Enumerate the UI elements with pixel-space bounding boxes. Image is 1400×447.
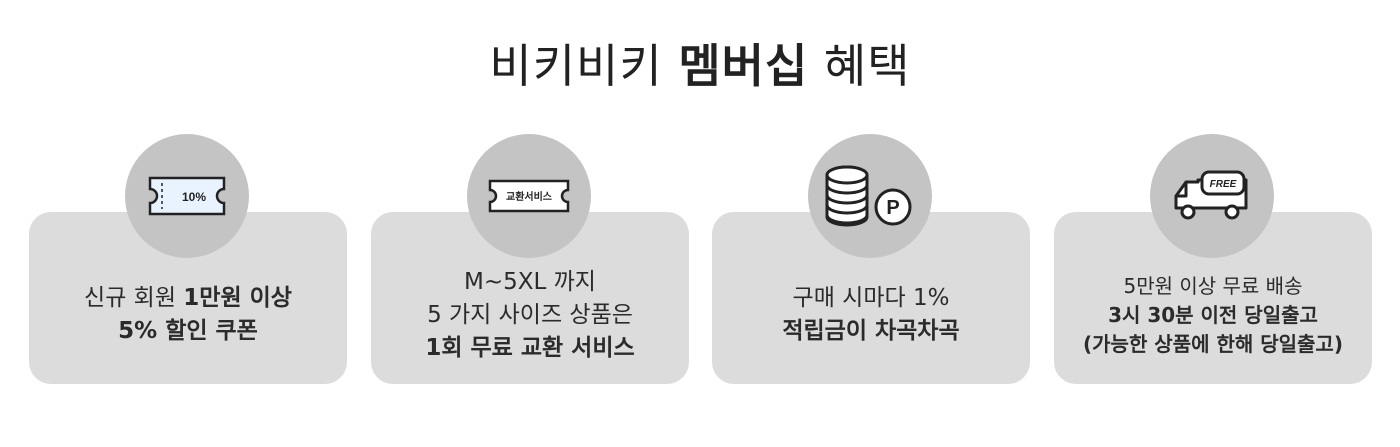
- page-title: 비키비키 멤버십 혜택: [0, 36, 1400, 96]
- exchange-ticket-icon: 교환서비스: [488, 179, 570, 213]
- free-icon-text: FREE: [1210, 179, 1237, 190]
- point-icon-text: P: [886, 197, 899, 219]
- card-line: 신규 회원 1만원 이상: [84, 282, 292, 315]
- title-emphasis: 멤버십: [678, 39, 809, 93]
- card-line: (가능한 상품에 한해 당일출고): [1083, 331, 1343, 356]
- coins-point-icon: P: [825, 165, 912, 227]
- exchange-icon-text: 교환서비스: [506, 190, 552, 203]
- benefit-card-shipping: 5만원 이상 무료 배송 3시 30분 이전 당일출고 (가능한 상품에 한해 …: [1054, 212, 1372, 384]
- shipping-icon-badge: FREE: [1150, 134, 1274, 258]
- card-line: 5% 할인 쿠폰: [118, 318, 258, 344]
- card-line: 3시 30분 이전 당일출고: [1108, 302, 1318, 327]
- card-line: 구매 시마다 1%: [792, 285, 950, 311]
- delivery-truck-icon: FREE: [1174, 170, 1248, 220]
- card-text-bold: 1만원 이상: [183, 285, 292, 311]
- card-line: 적립금이 차곡차곡: [782, 318, 960, 344]
- card-line: 5 가지 사이즈 상품은: [427, 301, 633, 328]
- title-suffix: 혜택: [808, 39, 911, 93]
- card-text: 신규 회원: [84, 285, 184, 311]
- coupon-icon: 10%: [148, 176, 226, 216]
- exchange-icon-badge: 교환서비스: [467, 134, 591, 258]
- coupon-icon-badge: 10%: [125, 134, 249, 258]
- card-line: M~5XL 까지: [464, 268, 596, 295]
- coupon-icon-text: 10%: [182, 190, 206, 204]
- card-line: 1회 무료 교환 서비스: [425, 334, 635, 361]
- title-prefix: 비키비키: [489, 39, 679, 93]
- points-icon-badge: P: [808, 134, 932, 258]
- benefit-card-points: 구매 시마다 1% 적립금이 차곡차곡: [712, 212, 1030, 384]
- card-line: 5만원 이상 무료 배송: [1123, 273, 1303, 298]
